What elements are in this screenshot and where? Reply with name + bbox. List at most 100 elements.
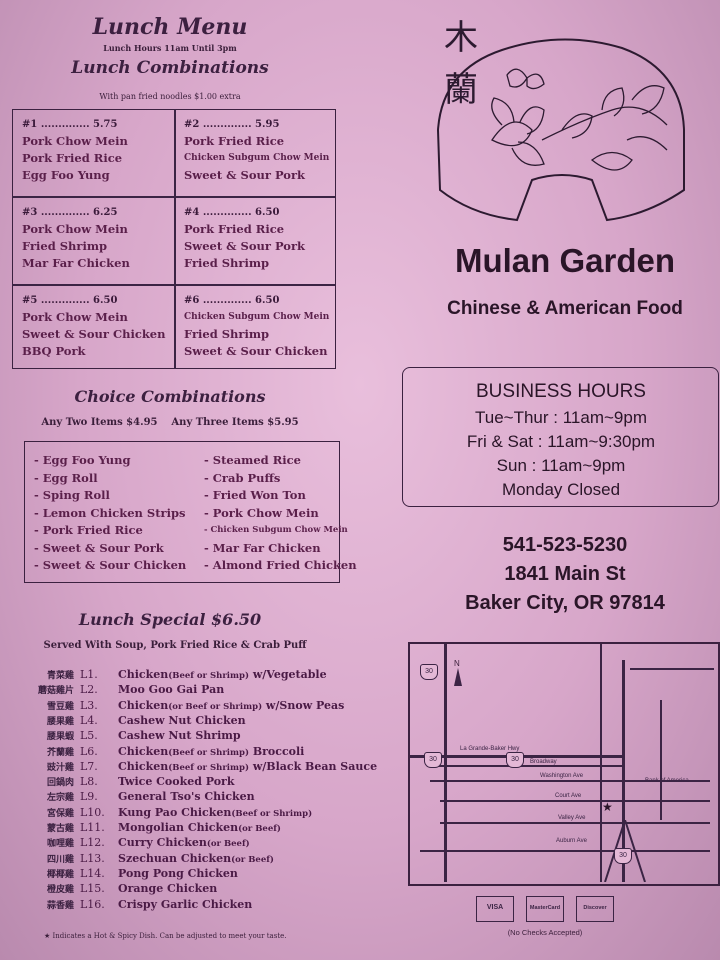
combo-header: #2 .............. 5.95 (184, 119, 280, 130)
special-item-code: L11. (80, 821, 105, 834)
special-item-name: Pong Pong Chicken (118, 866, 238, 880)
combo-item: Pork Chow Mein (22, 134, 128, 148)
combo-item: BBQ Pork (22, 344, 86, 358)
special-item-chinese: 橙皮雞 (46, 885, 74, 896)
combo-item: Sweet & Sour Chicken (22, 327, 166, 341)
special-item-code: L8. (80, 775, 98, 789)
business-hours-title: BUSINESS HOURS (476, 381, 646, 402)
combo-item: Egg Foo Yung (22, 168, 110, 182)
combo-item: Fried Shrimp (184, 327, 270, 341)
choice-item: - Chicken Subgum Chow Mein (204, 525, 348, 535)
special-item-note: (Beef or Shrimp) (231, 808, 313, 819)
business-hours-box (402, 367, 719, 507)
route-30-shield-2: 30 (424, 752, 442, 768)
combo-item: Sweet & Sour Pork (184, 239, 305, 253)
special-item-name: General Tso's Chicken (118, 790, 255, 804)
special-item-chinese: 蒜香雞 (46, 900, 74, 911)
special-item-chinese: 蒙古雞 (46, 824, 74, 834)
special-item-chinese: 芥蘭雞 (46, 747, 74, 758)
special-item-code: L5. (80, 729, 98, 743)
special-item: 橙皮雞 L15. Orange Chicken (24, 882, 217, 895)
lunch-combinations-title: Lunch Combinations (71, 58, 269, 78)
combo-item: Sweet & Sour Pork (184, 168, 305, 182)
combo-item: Pork Fried Rice (184, 222, 285, 236)
no-checks-note: (No Checks Accepted) (507, 928, 583, 937)
special-item-code: L4. (80, 713, 98, 727)
special-item-note: (or Beef) (238, 824, 281, 834)
special-item-code: L12. (80, 836, 105, 850)
map-label-bank: Bank of America (645, 778, 689, 784)
restaurant-location-star-icon: ★ (602, 800, 613, 814)
special-item-name: Szechuan Chicken (118, 851, 232, 865)
choice-item: - Egg Roll (34, 470, 98, 485)
special-item-chinese: 宮保雞 (46, 808, 74, 819)
combo-item: Pork Fried Rice (22, 151, 123, 165)
combo-header: #1 .............. 5.75 (22, 119, 118, 130)
business-hours-line: Fri & Sat : 11am~9:30pm (466, 432, 656, 451)
choice-item: - Lemon Chicken Strips (34, 505, 186, 520)
special-item-name: Cashew Nut Shrimp (118, 729, 241, 743)
special-item-name: Moo Goo Gai Pan (118, 683, 225, 697)
combo-item: Fried Shrimp (22, 239, 108, 253)
lunch-menu-title: Lunch Menu (92, 14, 248, 40)
combo-header: #5 .............. 6.50 (22, 295, 118, 306)
combo-item: Chicken Subgum Chow Mein (184, 312, 330, 322)
special-item-name: Chicken (118, 698, 169, 712)
special-item-name: Chicken (118, 744, 169, 758)
combo-item: Fried Shrimp (184, 256, 270, 270)
restaurant-tagline: Chinese & American Food (447, 298, 683, 319)
street-address: 1841 Main St (504, 563, 626, 585)
restaurant-name: Mulan Garden (454, 242, 676, 279)
choice-combinations-prices: Any Two Items $4.95 Any Three Items $5.9… (41, 417, 299, 428)
choice-item: - Sweet & Sour Pork (34, 540, 164, 555)
combo-item: Pork Chow Mein (22, 222, 128, 236)
special-item-name: Twice Cooked Pork (118, 775, 235, 789)
special-item-chinese: 雪豆雞 (46, 701, 74, 712)
choice-item: - Crab Puffs (204, 470, 281, 485)
map-label-la-grande: La Grande-Baker Hwy (460, 746, 520, 752)
choice-combinations-box (24, 441, 340, 583)
card-visa-icon: VISA (476, 896, 514, 922)
business-hours-line: Tue~Thur : 11am~9pm (475, 408, 647, 427)
map-label-broadway: Broadway (530, 759, 557, 765)
combo-header: #6 .............. 6.50 (184, 295, 280, 306)
special-item-name: Mongolian Chicken (118, 821, 239, 834)
special-item-note: (or Beef) (231, 854, 274, 865)
map-label-auburn: Auburn Ave (556, 838, 587, 844)
special-item-code: L3. (80, 698, 98, 712)
special-item-name: Cashew Nut Chicken (118, 713, 246, 727)
location-map (408, 642, 720, 886)
choice-item: - Fried Won Ton (204, 488, 306, 502)
north-label: N (454, 659, 460, 668)
combo-item: Sweet & Sour Chicken (184, 344, 328, 358)
logo-chinese-char-1: 木 (444, 18, 478, 58)
lunch-combinations-note: With pan fried noodles $1.00 extra (99, 92, 241, 101)
card-mastercard-icon: MasterCard (526, 896, 564, 922)
business-hours-line: Monday Closed (501, 480, 621, 499)
special-item-name: Kung Pao Chicken (118, 805, 232, 819)
combo-item: Mar Far Chicken (22, 256, 130, 270)
special-item-code: L6. (80, 744, 98, 758)
special-item-name: Orange Chicken (118, 882, 218, 896)
special-item-code: L15. (80, 882, 105, 896)
special-item-code: L16. (80, 897, 105, 911)
spicy-footnote: ★ Indicates a Hot & Spicy Dish. Can be a… (44, 932, 287, 940)
map-label-court: Court Ave (555, 793, 582, 799)
choice-item: - Sweet & Sour Chicken (34, 558, 187, 572)
special-item-note: (or Beef or Shrimp) (168, 701, 263, 712)
special-item-chinese: 咖哩雞 (46, 839, 74, 850)
